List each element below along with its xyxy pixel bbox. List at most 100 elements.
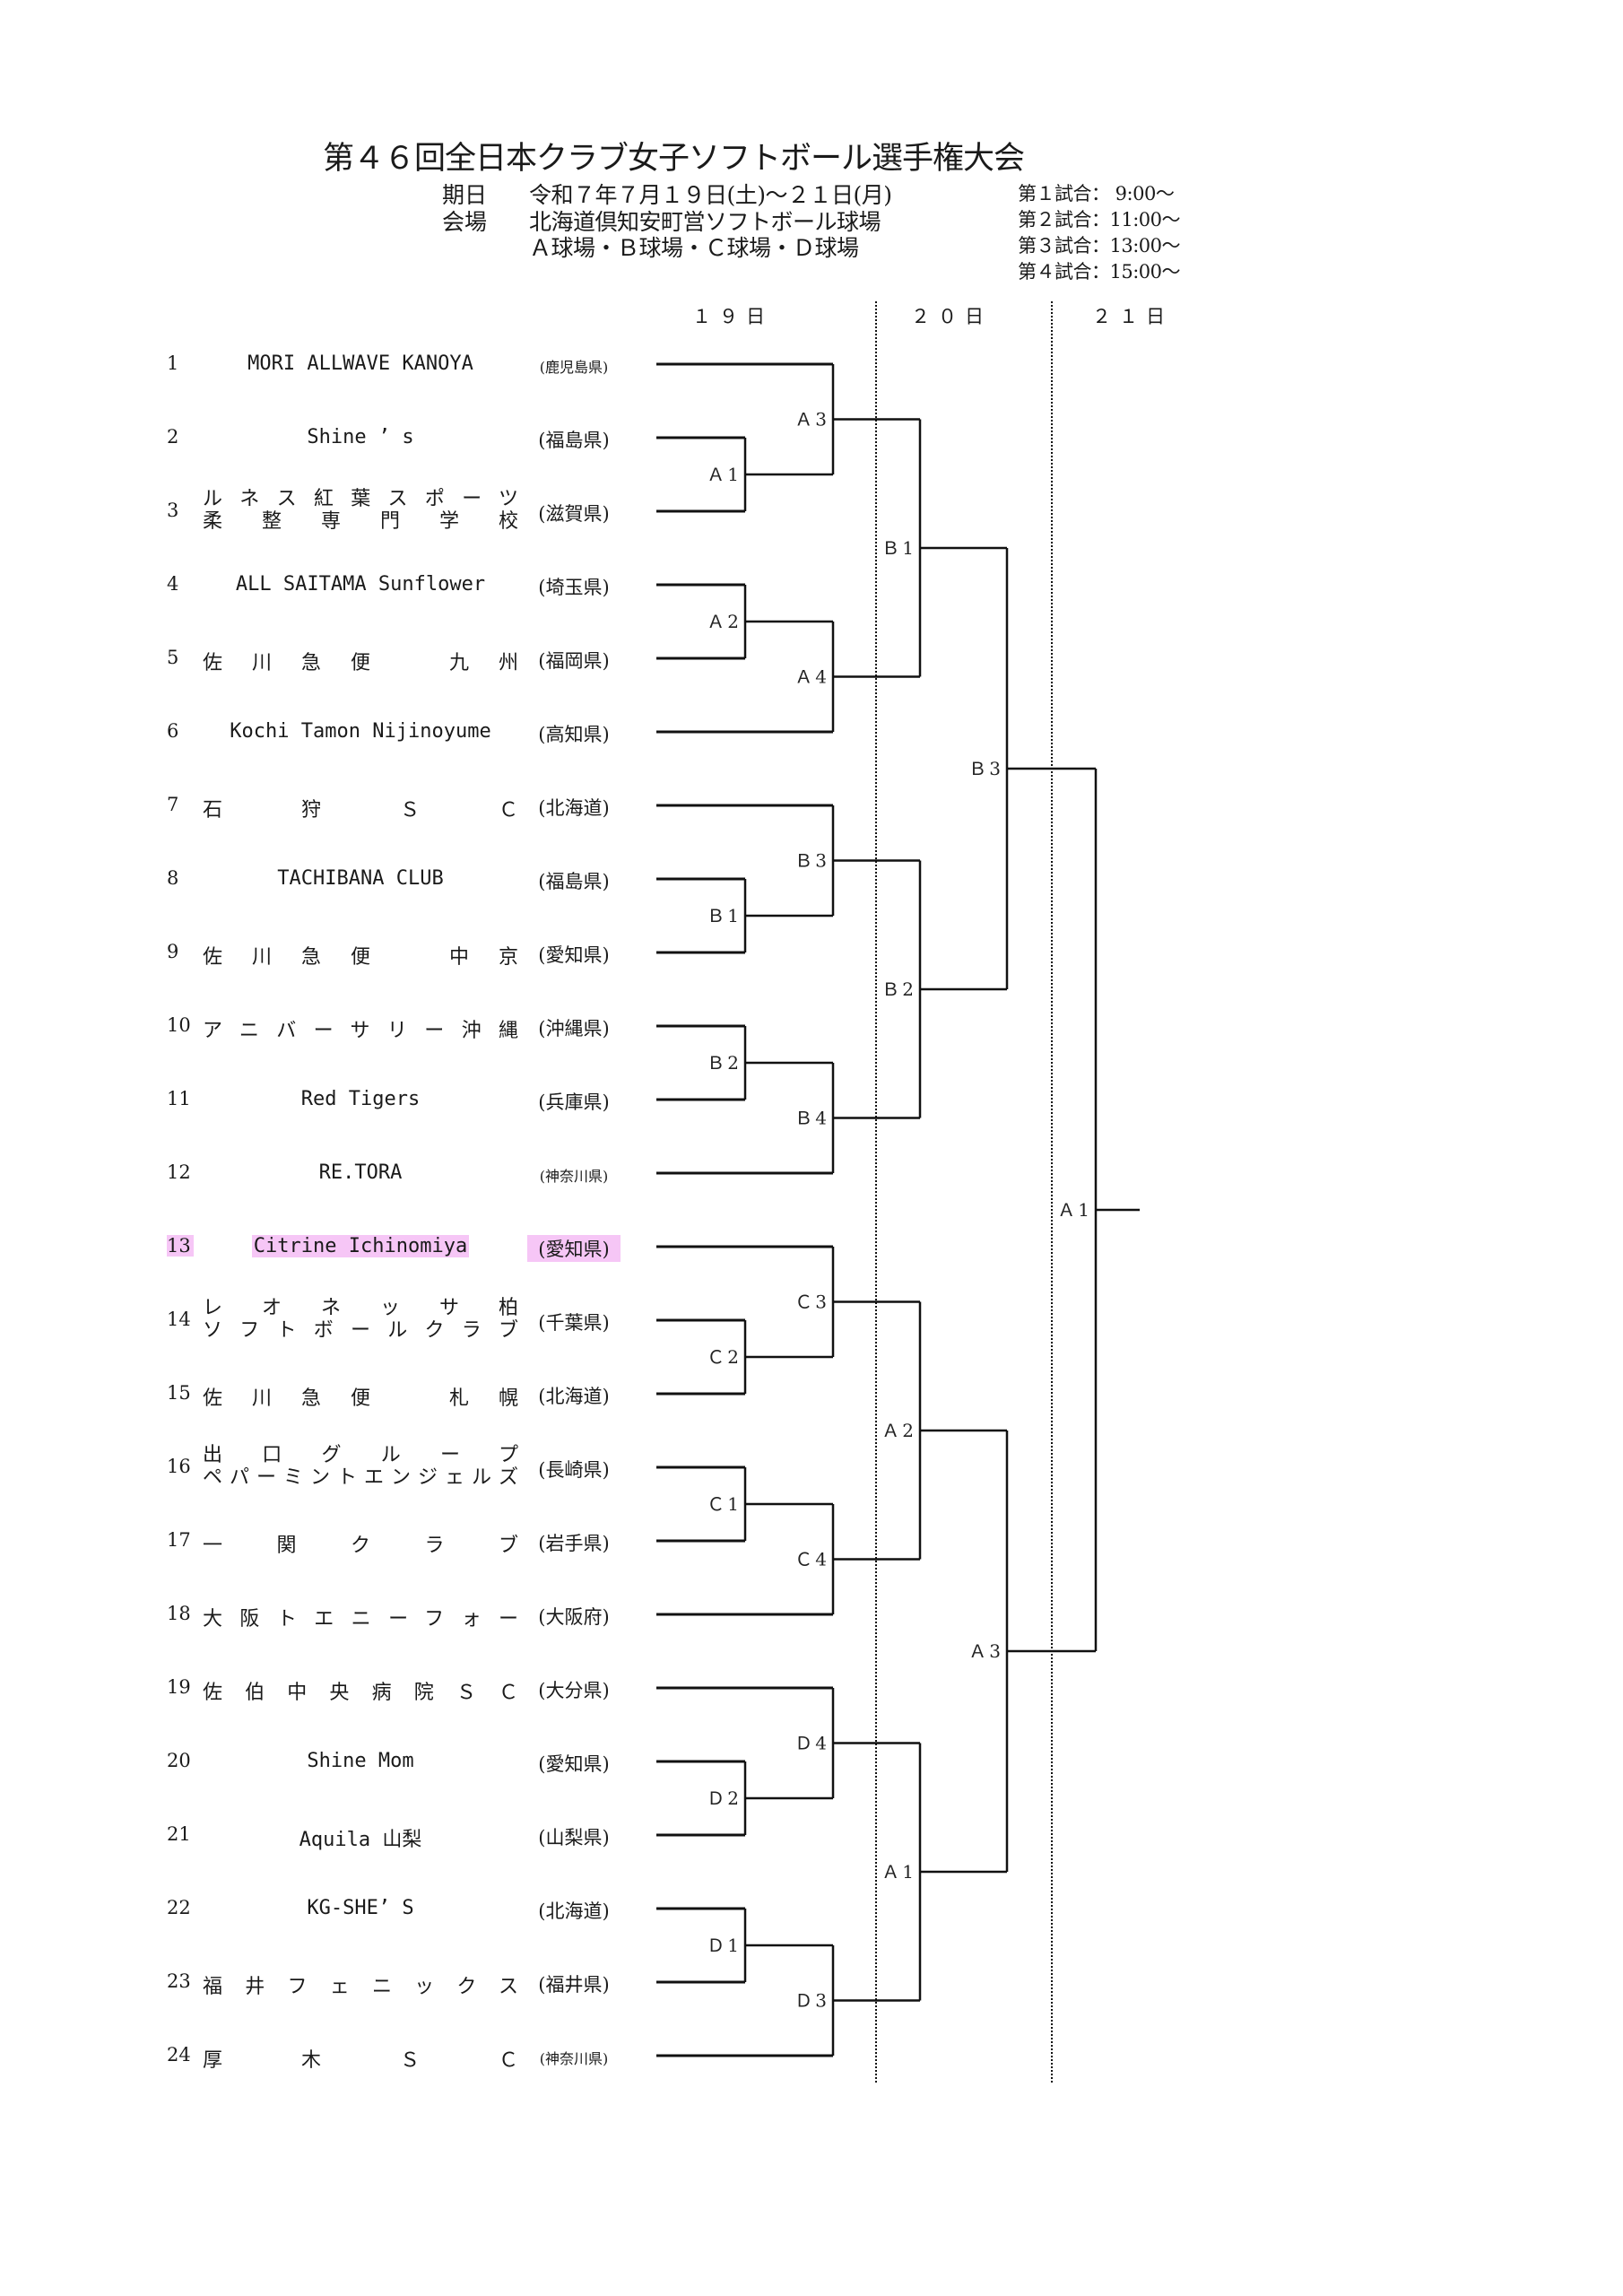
team-name-line: 出口グループ: [203, 1444, 518, 1466]
team-name-line: アニバーサリー沖縄: [203, 1020, 518, 1042]
team-number: 24: [167, 2044, 191, 2066]
match-label: Ａ1: [881, 1861, 916, 1883]
match-label: Ａ3: [968, 1640, 1003, 1662]
team-name: レオネッサ柏ソフトボールクラブ: [203, 1297, 518, 1342]
team-number: 6: [167, 720, 179, 742]
team-name: 佐川急便 中京: [203, 941, 518, 970]
team-number: 16: [167, 1456, 191, 1477]
match-label: Ａ1: [707, 464, 742, 485]
match-label: Ｂ1: [707, 905, 742, 926]
team-name-line: レオネッサ柏: [203, 1297, 518, 1319]
team-name-line: ソフトボールクラブ: [203, 1319, 518, 1342]
team-name: 大阪トエニーフォー: [203, 1603, 518, 1631]
team-prefecture: (大阪府): [538, 1606, 610, 1628]
schedule-game-3: 第３試合：13:00～: [1018, 235, 1181, 257]
team-number: 1: [167, 352, 179, 374]
match-label: Ｃ1: [707, 1493, 742, 1515]
team-name: Red Tigers: [203, 1088, 518, 1110]
team-prefecture: (愛知県): [527, 1235, 621, 1262]
match-label: Ｃ2: [707, 1346, 742, 1368]
team-name-line: 佐川急便 中京: [203, 946, 518, 969]
team-name: ALL SAITAMA Sunflower: [203, 573, 518, 596]
match-label: Ｂ2: [707, 1052, 742, 1074]
team-name-line: 佐伯中央病院ＳＣ: [203, 1682, 518, 1704]
team-number: 7: [167, 794, 179, 815]
team-name-line: 石狩ＳＣ: [203, 799, 518, 822]
team-prefecture: (福井県): [538, 1974, 610, 1996]
team-number: 20: [167, 1750, 191, 1771]
day-header-20: ２０日: [911, 306, 992, 327]
match-label: Ａ1: [1057, 1199, 1092, 1221]
team-prefecture: (福島県): [538, 430, 610, 451]
day-header-19: １９日: [692, 306, 773, 327]
team-prefecture: (神奈川県): [539, 1168, 609, 1185]
team-name-line: ルネス紅葉スポーツ: [203, 488, 518, 510]
match-label: Ａ4: [794, 666, 829, 688]
team-number: 14: [167, 1309, 191, 1330]
team-number: 18: [167, 1603, 191, 1624]
date-label: 期日: [442, 182, 488, 208]
match-label: Ｄ1: [707, 1935, 742, 1956]
team-number: 9: [167, 941, 179, 962]
team-number: 19: [167, 1676, 191, 1698]
team-prefecture: (長崎県): [538, 1459, 610, 1481]
team-name-line: Shine ’ s: [307, 426, 414, 448]
team-name: Kochi Tamon Nijinoyume: [203, 720, 518, 743]
team-prefecture: (山梨県): [538, 1827, 610, 1848]
match-label: Ｂ3: [968, 758, 1003, 779]
day-header-21: ２１日: [1092, 306, 1173, 327]
team-name: Aquila 山梨: [203, 1823, 518, 1852]
match-label: Ｂ3: [794, 850, 829, 872]
team-name-line: MORI ALLWAVE KANOYA: [247, 352, 473, 375]
team-name-line: 佐川急便 札幌: [203, 1387, 518, 1410]
team-prefecture: (鹿児島県): [539, 359, 609, 376]
team-name: Shine ’ s: [203, 426, 518, 448]
tournament-title: 第４６回全日本クラブ女子ソフトボール選手権大会: [323, 141, 1025, 177]
team-number: 5: [167, 647, 179, 668]
team-number: 3: [167, 500, 179, 521]
team-number: 4: [167, 573, 179, 595]
match-label: Ｃ3: [794, 1292, 829, 1313]
team-name-line: 福井フェニックス: [203, 1976, 518, 1998]
team-name-line: ペパーミントエンジェルズ: [203, 1466, 518, 1489]
team-number: 23: [167, 1970, 191, 1992]
team-prefecture: (埼玉県): [538, 577, 610, 598]
team-name: 佐伯中央病院ＳＣ: [203, 1676, 518, 1705]
team-name: RE.TORA: [203, 1161, 518, 1184]
team-prefecture: (沖縄県): [538, 1018, 610, 1039]
team-number: 11: [167, 1088, 191, 1109]
team-name-line: 一関クラブ: [203, 1535, 518, 1557]
team-prefecture: (滋賀県): [538, 503, 610, 525]
team-prefecture: (愛知県): [538, 944, 610, 966]
match-label: Ａ2: [881, 1420, 916, 1441]
team-number: 2: [167, 426, 179, 448]
team-name: 福井フェニックス: [203, 1970, 518, 1999]
team-name: 出口グループペパーミントエンジェルズ: [203, 1444, 518, 1489]
team-name: MORI ALLWAVE KANOYA: [203, 352, 518, 375]
match-label: Ａ3: [794, 409, 829, 430]
team-name: TACHIBANA CLUB: [203, 867, 518, 890]
team-name-line: 柔整専門学校: [203, 510, 518, 533]
team-number: 8: [167, 867, 179, 889]
team-name: Citrine Ichinomiya: [203, 1235, 518, 1257]
match-label: Ｃ4: [794, 1549, 829, 1570]
team-name: アニバーサリー沖縄: [203, 1014, 518, 1043]
team-number: 15: [167, 1382, 191, 1404]
team-name-line: KG-SHE’ S: [307, 1897, 414, 1919]
team-name-line: RE.TORA: [318, 1161, 403, 1184]
match-label: Ｂ2: [881, 978, 916, 1000]
team-number: 22: [167, 1897, 191, 1918]
team-name-line: Shine Mom: [307, 1750, 414, 1772]
team-prefecture: (愛知県): [538, 1753, 610, 1775]
team-name: ルネス紅葉スポーツ柔整専門学校: [203, 488, 518, 533]
team-prefecture: (兵庫県): [538, 1091, 610, 1113]
team-name: 一関クラブ: [203, 1529, 518, 1558]
team-name-line: 大阪トエニーフォー: [203, 1608, 518, 1631]
team-prefecture: (千葉県): [538, 1312, 610, 1334]
team-name-line: 厚木ＳＣ: [203, 2049, 518, 2072]
team-prefecture: (福岡県): [538, 650, 610, 672]
team-prefecture: (岩手県): [538, 1533, 610, 1554]
team-name: 佐川急便 九州: [203, 647, 518, 675]
fields-value: Ａ球場・Ｂ球場・Ｃ球場・Ｄ球場: [529, 235, 859, 261]
team-name: 厚木ＳＣ: [203, 2044, 518, 2073]
